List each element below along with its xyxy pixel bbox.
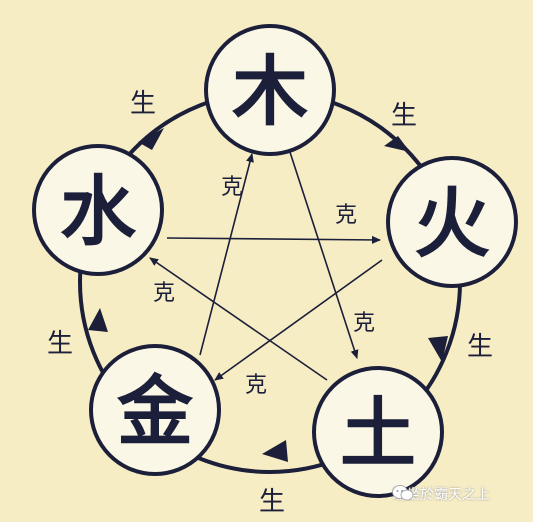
generate-arrow-water-wood	[138, 128, 164, 150]
control-label-wood-earth: 克	[353, 311, 375, 336]
watermark-text: 端坐於霸天之上	[392, 487, 490, 503]
node-wood: 木	[204, 24, 336, 156]
node-water-label: 水	[60, 167, 137, 256]
node-water: 水	[32, 144, 164, 276]
control-line-metal-wood	[199, 153, 254, 356]
generate-label-metal-water: 生	[47, 329, 73, 359]
generate-label-fire-earth: 生	[467, 332, 493, 362]
generate-arrow-fire-earth	[428, 336, 448, 362]
control-line-water-fire	[166, 235, 381, 244]
control-line-wood-earth	[287, 145, 359, 359]
wechat-icon	[392, 485, 414, 501]
control-label-metal-wood: 克	[221, 175, 243, 200]
control-line-fire-metal	[214, 259, 383, 381]
generate-arrow-earth-metal	[262, 440, 288, 462]
node-fire: 火	[386, 156, 518, 288]
node-wood-label: 木	[232, 47, 308, 136]
generate-arrow-metal-water	[88, 308, 108, 332]
node-earth-label: 土	[340, 389, 416, 478]
control-line-earth-water	[149, 257, 328, 381]
node-earth: 土	[312, 366, 444, 498]
control-label-water-fire: 克	[335, 203, 357, 228]
generate-label-wood-fire: 生	[391, 101, 417, 131]
watermark: 端坐於霸天之上	[392, 484, 490, 504]
node-fire-label: 火	[414, 179, 490, 268]
control-label-earth-water: 克	[153, 281, 175, 306]
control-label-fire-metal: 克	[245, 373, 267, 398]
generate-label-earth-metal: 生	[259, 487, 285, 517]
node-metal: 金	[89, 344, 221, 476]
generate-label-water-wood: 生	[130, 89, 156, 119]
node-metal-label: 金	[116, 367, 194, 456]
generate-arrow-wood-fire	[384, 136, 410, 152]
